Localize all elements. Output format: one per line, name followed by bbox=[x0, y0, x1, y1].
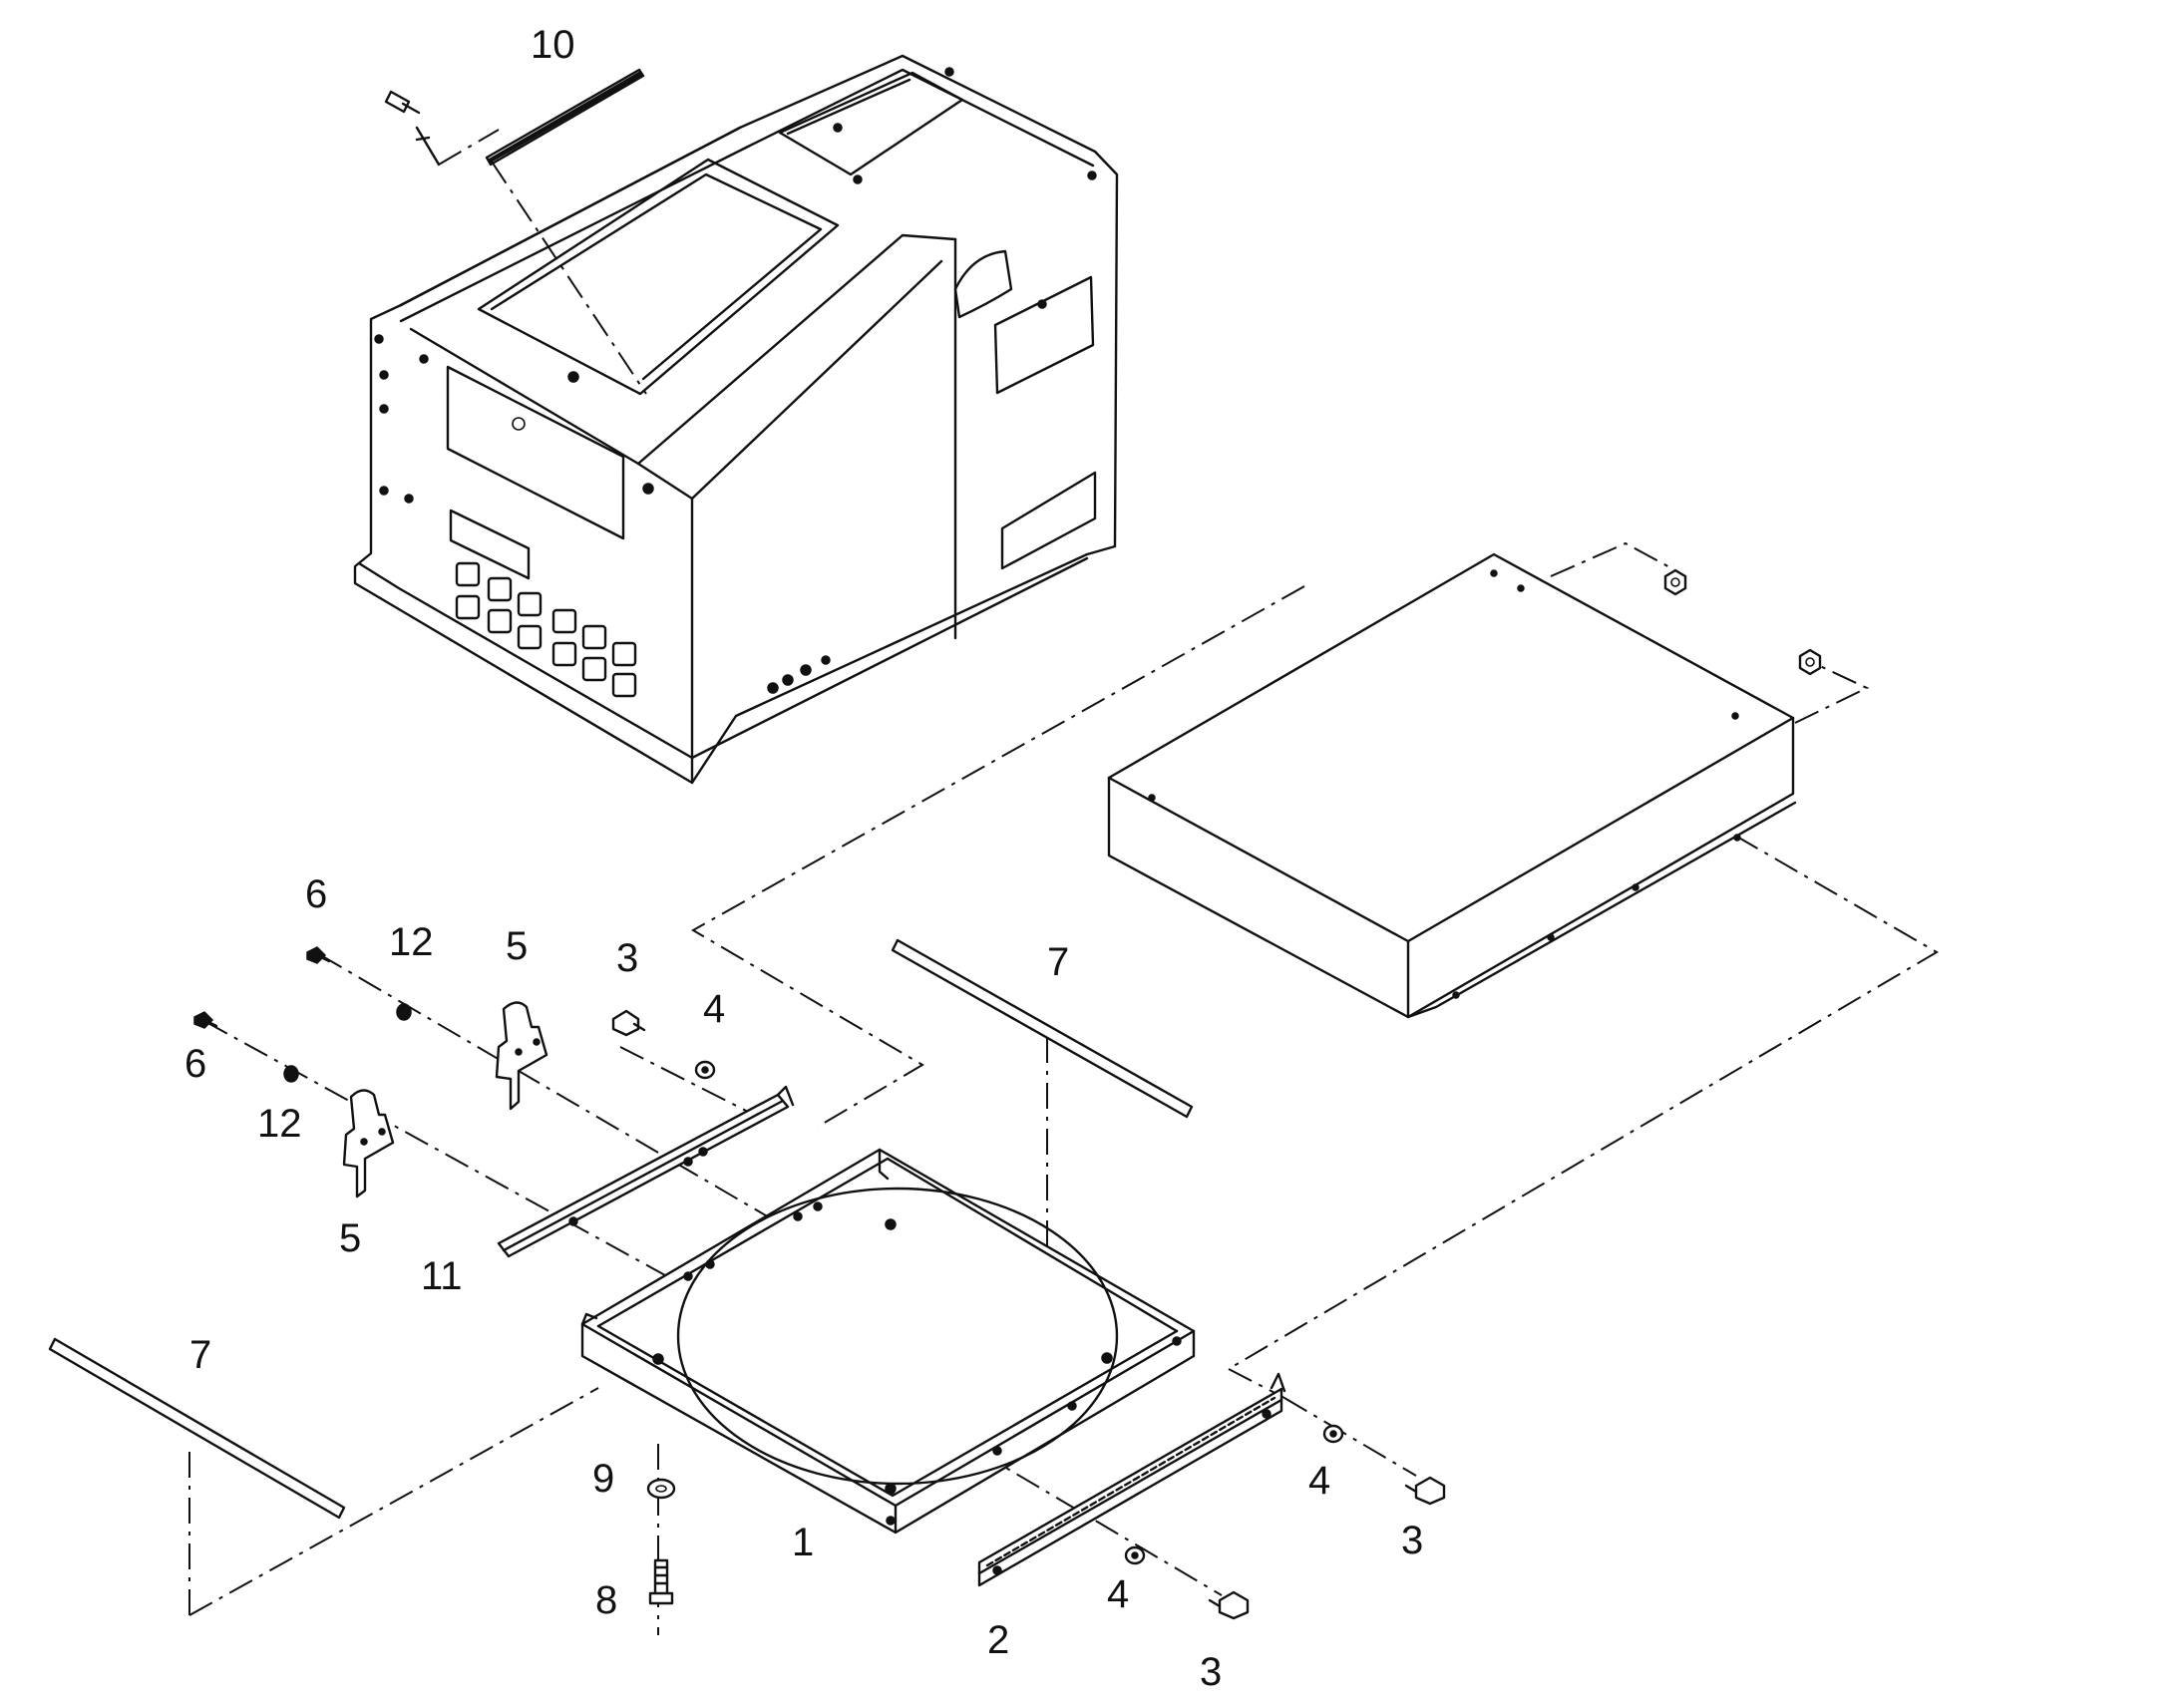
part-4-washer-right bbox=[1322, 1424, 1344, 1444]
part-6-screw-upper bbox=[306, 946, 331, 964]
part-6-screw-lower bbox=[193, 1011, 218, 1029]
part-1-base-frame bbox=[580, 1148, 1196, 1535]
part-3-bolt-lower bbox=[1208, 1590, 1250, 1620]
callout-6a: 6 bbox=[305, 872, 327, 916]
callout-7a: 7 bbox=[1047, 940, 1069, 984]
callout-8: 8 bbox=[595, 1578, 617, 1622]
nut-lower bbox=[1798, 648, 1822, 676]
part-10-screw bbox=[384, 90, 441, 167]
part-4-washer-upper bbox=[694, 1060, 716, 1080]
callout-12b: 12 bbox=[257, 1102, 302, 1146]
part-3-bolt-right bbox=[1404, 1476, 1446, 1506]
callout-5a: 5 bbox=[506, 924, 528, 968]
callout-12a: 12 bbox=[389, 920, 434, 964]
nut-upper bbox=[1663, 568, 1687, 596]
callout-10: 10 bbox=[531, 23, 575, 67]
part-7-rod-upper bbox=[891, 938, 1194, 1119]
callout-4a: 4 bbox=[703, 987, 725, 1031]
enclosure-housing bbox=[353, 54, 1119, 785]
callout-9: 9 bbox=[592, 1457, 614, 1501]
part-5-clip-upper bbox=[495, 1001, 548, 1111]
cover-box bbox=[1107, 552, 1797, 1019]
callout-11: 11 bbox=[421, 1254, 463, 1298]
callout-2: 2 bbox=[987, 1618, 1009, 1662]
callout-3c: 3 bbox=[1401, 1519, 1423, 1562]
callout-7b: 7 bbox=[189, 1333, 211, 1377]
part-8-bolt bbox=[648, 1558, 674, 1605]
callout-3a: 3 bbox=[616, 936, 638, 980]
callout-5b: 5 bbox=[339, 1216, 361, 1260]
callout-6b: 6 bbox=[184, 1042, 206, 1086]
part-12-washer-upper bbox=[396, 1003, 412, 1021]
part-7-rod-lower bbox=[48, 1337, 346, 1520]
part-9-washer bbox=[646, 1478, 676, 1500]
part-4-washer-lower bbox=[1124, 1545, 1146, 1565]
part-11-rail bbox=[497, 1085, 795, 1258]
part-5-clip-lower bbox=[342, 1089, 395, 1198]
part-2-hinge bbox=[977, 1372, 1286, 1587]
part-12-washer-lower bbox=[283, 1065, 299, 1083]
callout-4b: 4 bbox=[1107, 1572, 1129, 1616]
callouts: 10 6 12 5 3 4 7 6 12 5 11 7 9 1 8 2 4 3 … bbox=[184, 23, 1423, 1694]
part-3-bolt-upper bbox=[611, 1009, 646, 1037]
callout-3b: 3 bbox=[1200, 1650, 1222, 1694]
callout-1: 1 bbox=[792, 1521, 814, 1564]
part-10-seal-strip bbox=[438, 68, 647, 395]
callout-4c: 4 bbox=[1308, 1459, 1330, 1503]
